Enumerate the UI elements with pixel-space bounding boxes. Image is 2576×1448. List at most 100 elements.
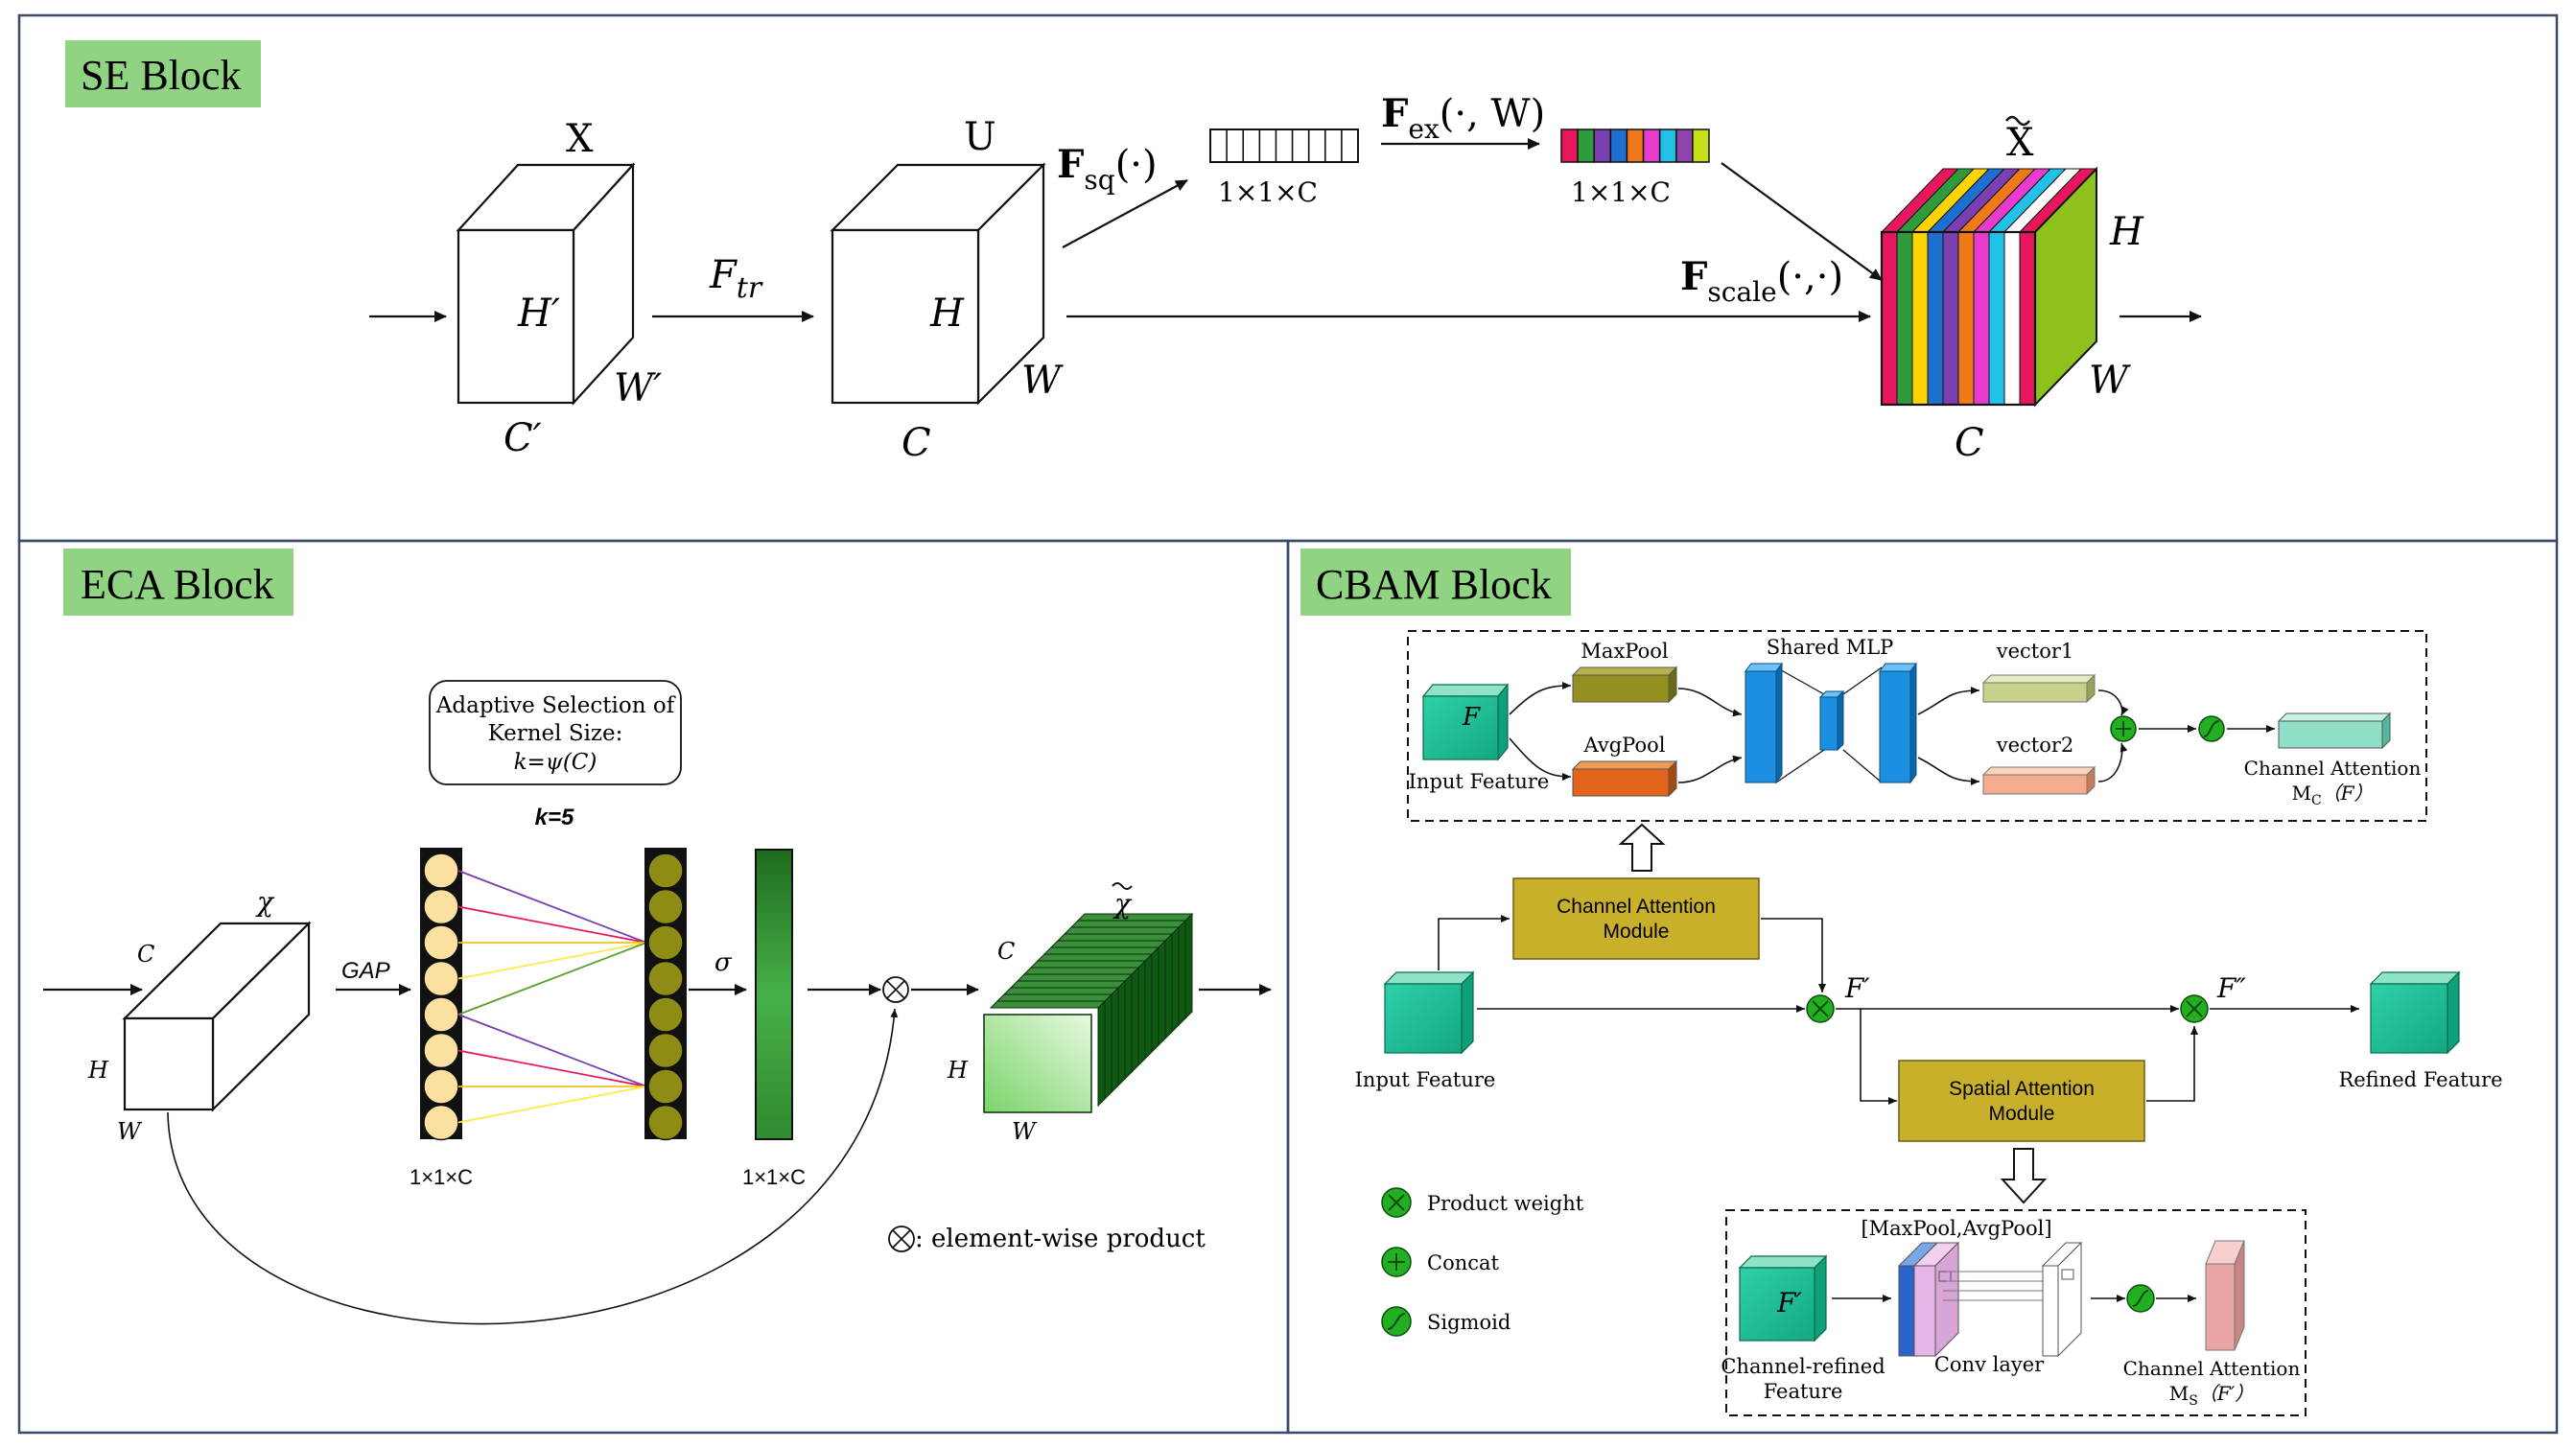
label-vec1: 1×1×C xyxy=(1218,176,1318,208)
se-title-bg xyxy=(65,40,261,107)
eca-legend-product-icon xyxy=(888,1226,915,1252)
avgpool-label: AvgPool xyxy=(1583,734,1666,757)
label-vec-eca1: 1×1×C xyxy=(410,1165,473,1189)
se-vec2-cell xyxy=(1593,128,1612,163)
se-vector-colored xyxy=(1560,128,1710,163)
vector1-label: vector1 xyxy=(1996,640,2074,663)
eca-col2-node xyxy=(647,960,684,997)
main-input-feature-label: Input Feature xyxy=(1355,1068,1496,1091)
label-h-eca: H xyxy=(87,1057,109,1084)
shared-mlp-label: Shared MLP xyxy=(1767,636,1894,659)
eca-conv-link xyxy=(457,942,647,980)
expand-down-arrow xyxy=(2000,1148,2048,1204)
eca-input-box xyxy=(122,921,312,1112)
eca-stack-side xyxy=(1144,952,1153,1061)
legend-concat-icon xyxy=(1381,1247,1412,1277)
conv-output-map xyxy=(2041,1241,2083,1358)
eca-stack-top xyxy=(1009,980,1127,989)
label-w: W xyxy=(1021,359,1064,403)
cbam-product-op-2 xyxy=(2180,994,2209,1023)
cam-line1: Channel Attention xyxy=(1557,896,1716,918)
eca-stack-side xyxy=(1124,972,1133,1081)
label-x: X xyxy=(566,117,594,161)
se-vec2-cell xyxy=(1658,128,1677,163)
cbam-title: CBAM Block xyxy=(1316,561,1552,608)
spatial-attention-map xyxy=(2205,1240,2245,1351)
label-fex: Fex(·, W) xyxy=(1381,91,1545,145)
eca-conv-link xyxy=(457,1049,647,1087)
label-c-prime: C′ xyxy=(503,416,542,460)
legend-sigmoid-icon xyxy=(1381,1306,1412,1337)
panel-borders xyxy=(17,13,2559,1435)
f-prime-box-label: F′ xyxy=(1776,1287,1802,1319)
eca-conv-link xyxy=(457,1086,647,1124)
channel-refined-line1: Channel-refined xyxy=(1721,1355,1885,1378)
vector1-bar xyxy=(1981,673,2096,704)
f-prime-label: F′ xyxy=(1844,972,1870,1004)
se-block: SE Block X H′ W′ C′ Ftr U H W C Fsq(·) xyxy=(65,40,2202,465)
cube-x xyxy=(456,162,636,406)
eca-stack-top xyxy=(1063,926,1181,935)
eca-col2-node xyxy=(647,996,684,1033)
conv-layer-label: Conv layer xyxy=(1934,1353,2045,1376)
eca-stack-top xyxy=(1069,920,1187,928)
eca-sigmoid-vector xyxy=(755,849,793,1140)
eca-conv-link xyxy=(457,1014,647,1087)
label-fsq: Fsq(·) xyxy=(1057,142,1158,196)
label-c: C xyxy=(902,421,931,465)
label-w-eca2: W xyxy=(1012,1118,1038,1145)
eca-product-op xyxy=(882,976,909,1003)
eca-stack-side xyxy=(1111,986,1119,1094)
se-vector-empty xyxy=(1209,128,1359,163)
eca-stack-top xyxy=(1042,946,1160,955)
adaptive-kernel-box xyxy=(429,680,682,785)
adaptive-line1: Adaptive Selection of xyxy=(435,693,676,718)
eca-stack-side xyxy=(1104,993,1112,1101)
eca-stack-side xyxy=(1158,939,1166,1047)
se-cube-front-stripe xyxy=(1988,231,2005,406)
se-vec2-cell xyxy=(1692,128,1710,163)
maxpool-bar xyxy=(1571,666,1678,704)
label-c-eca: C xyxy=(137,941,154,968)
eca-col2-node xyxy=(647,924,684,961)
eca-skip-connection xyxy=(167,1008,899,1325)
eca-col2-node xyxy=(647,888,684,925)
eca-stack-top xyxy=(1016,973,1134,982)
eca-col1-node xyxy=(423,996,459,1033)
tilde-mark xyxy=(2005,115,2030,127)
label-w3: W xyxy=(2089,359,2131,403)
eca-col2-node xyxy=(647,1068,684,1105)
cbam-product-op-1 xyxy=(1806,994,1835,1023)
label-vec2: 1×1×C xyxy=(1571,176,1671,208)
spatial-attention-module xyxy=(1898,1060,2145,1142)
label-h-prime: H′ xyxy=(517,292,560,336)
se-cube-front-stripe xyxy=(1896,231,1913,406)
se-vec2-cell xyxy=(1609,128,1628,163)
eca-stack-side xyxy=(1137,959,1146,1067)
eca-block: ECA Block Adaptive Selection of Kernel S… xyxy=(43,549,1272,1325)
eca-legend-text: : element-wise product xyxy=(915,1225,1206,1253)
eca-stack-side xyxy=(1164,932,1173,1040)
eca-title: ECA Block xyxy=(81,561,274,608)
eca-stack-top xyxy=(1029,960,1147,969)
k-label: k=5 xyxy=(535,805,574,830)
legend-concat-text: Concat xyxy=(1427,1251,1500,1274)
se-cube-front-stripe xyxy=(1881,231,1898,406)
se-cube-front-stripe xyxy=(1927,231,1944,406)
label-h: H xyxy=(929,292,965,336)
eca-stack-top xyxy=(1049,940,1167,948)
se-cube-front-outline xyxy=(1880,230,2037,407)
label-c3: C xyxy=(1955,421,1984,465)
label-chi: χ xyxy=(255,886,275,918)
pooled-feature-maps xyxy=(1897,1241,1960,1358)
eca-tilde-mark xyxy=(1112,882,1133,890)
legend-product-icon xyxy=(1381,1187,1412,1218)
eca-col1-node xyxy=(423,1068,459,1105)
vector2-label: vector2 xyxy=(1996,734,2074,757)
label-vec-eca2: 1×1×C xyxy=(742,1165,806,1189)
channel-attention-map xyxy=(2277,712,2392,750)
se-vec2-cell xyxy=(1560,128,1579,163)
eca-stack-side xyxy=(1151,946,1159,1054)
eca-stack-side xyxy=(1117,979,1126,1087)
